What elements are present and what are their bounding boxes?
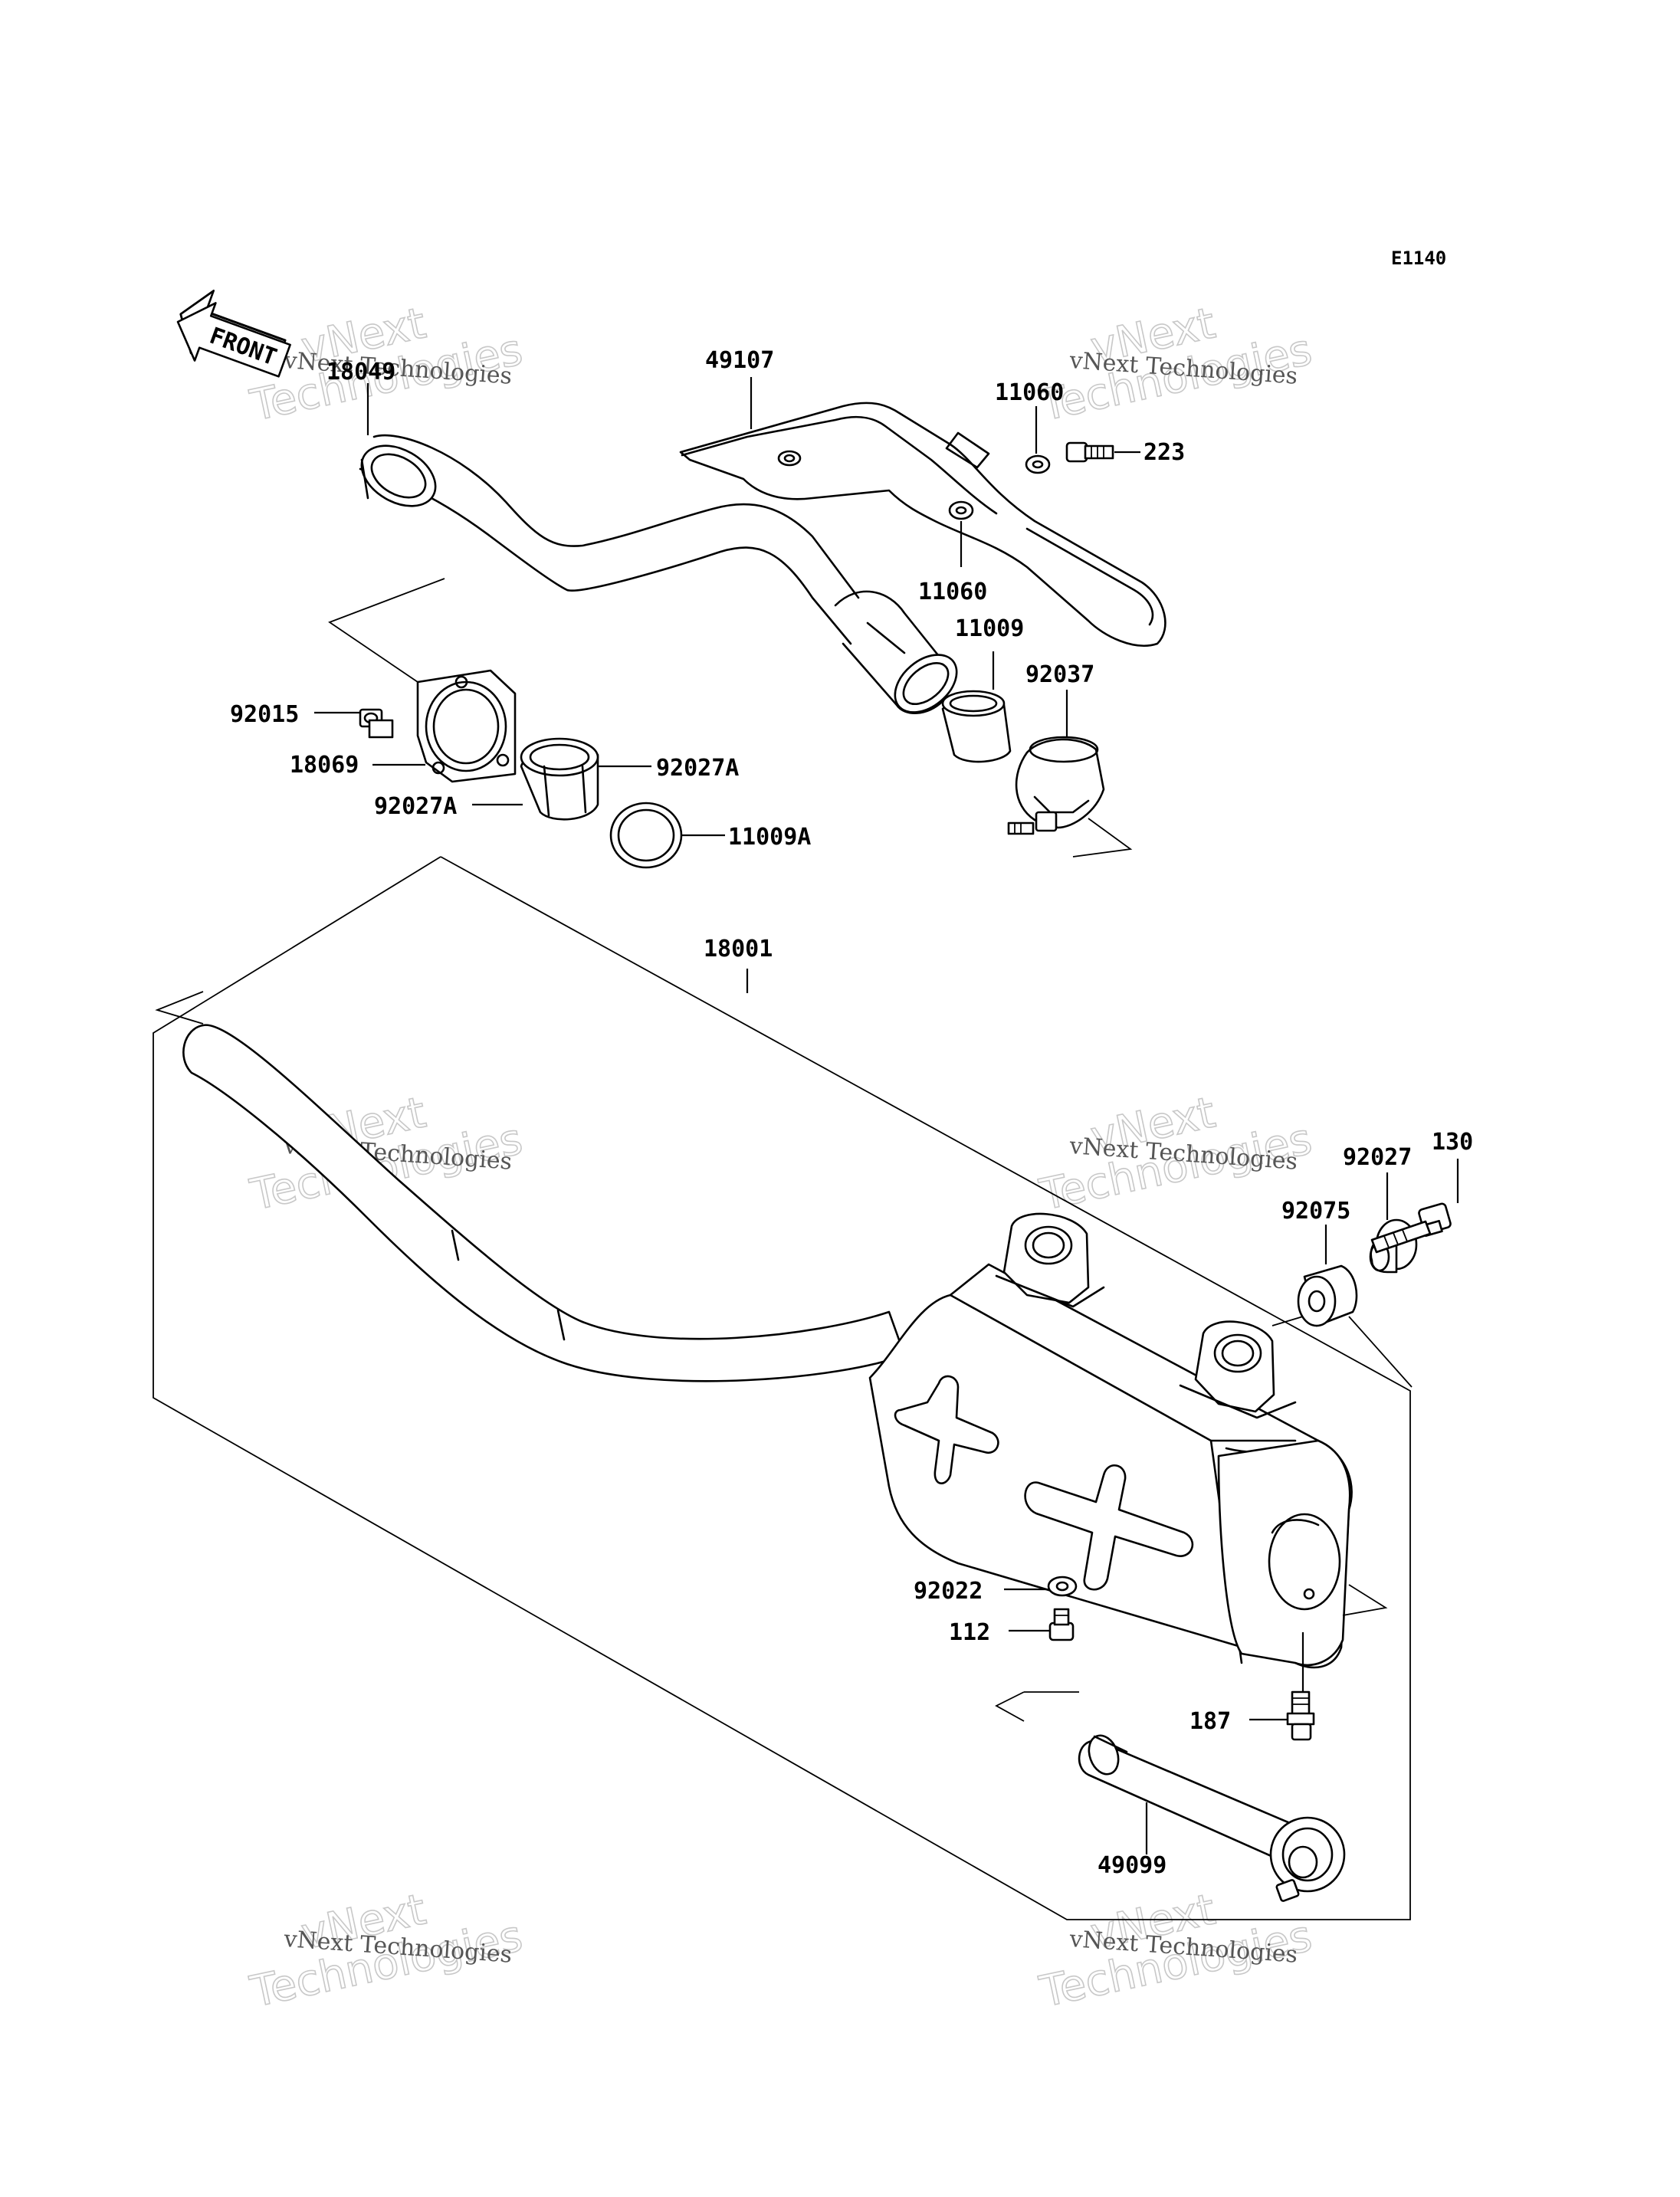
gasket-ring-icon — [609, 802, 683, 869]
part-label-49107: 49107 — [705, 347, 774, 374]
assembly-guide-line — [1072, 818, 1133, 857]
assembly-guide-line — [155, 991, 204, 1025]
part-label-112: 112 — [949, 1619, 990, 1646]
part-label-18001: 18001 — [704, 936, 773, 962]
split-collar-icon — [520, 737, 599, 821]
heat-guard — [679, 402, 1166, 647]
part-label-11009A: 11009A — [728, 824, 811, 851]
gasket-icon — [941, 690, 1012, 763]
part-label-92027A-right: 92027A — [656, 755, 739, 782]
washer-icon — [1047, 1576, 1078, 1597]
washer-icon — [948, 500, 974, 520]
assembly-guide-line — [1342, 1584, 1388, 1616]
damper-icon — [1297, 1264, 1358, 1327]
part-label-92015: 92015 — [230, 701, 299, 728]
part-label-11060-lower: 11060 — [918, 579, 987, 605]
part-label-92037: 92037 — [1025, 661, 1094, 688]
bolt-icon — [1370, 1202, 1452, 1254]
clamp-icon — [1007, 736, 1105, 835]
part-label-18069: 18069 — [290, 752, 359, 779]
assembly-guide-line — [328, 578, 445, 683]
exhaust-flange — [416, 669, 517, 783]
assembly-outline — [153, 856, 1411, 1920]
watermarks: vNext Technologies vNext Technologies vN… — [245, 298, 1317, 2018]
bolt-icon — [1065, 441, 1114, 463]
bolt-icon — [1048, 1608, 1075, 1641]
part-label-11060-top: 11060 — [995, 379, 1064, 406]
part-label-92027A-left: 92027A — [374, 793, 457, 820]
part-label-49099: 49099 — [1098, 1852, 1166, 1879]
nut-icon — [359, 708, 394, 739]
front-arrow-icon: FRONT — [176, 289, 291, 378]
part-label-130: 130 — [1432, 1129, 1473, 1156]
part-label-187: 187 — [1189, 1708, 1231, 1735]
head-pipe — [359, 434, 958, 714]
part-label-92022: 92022 — [914, 1578, 983, 1605]
washer-icon — [1025, 454, 1051, 474]
part-label-18049: 18049 — [326, 359, 395, 385]
assembly-guide-line — [1271, 1316, 1413, 1388]
part-label-92027: 92027 — [1343, 1144, 1412, 1171]
spark-arrester — [1078, 1734, 1346, 1902]
part-label-92075: 92075 — [1281, 1198, 1350, 1225]
part-label-11009: 11009 — [955, 615, 1024, 642]
muffler — [182, 1024, 1353, 1669]
diagram-code: E1140 — [1391, 248, 1446, 269]
part-label-223: 223 — [1144, 439, 1185, 466]
assembly-guide-line — [995, 1691, 1025, 1722]
bolt-icon — [1286, 1690, 1315, 1741]
